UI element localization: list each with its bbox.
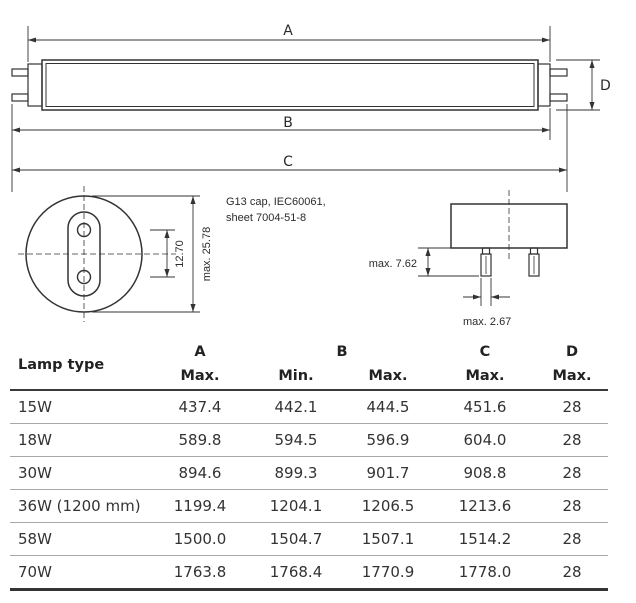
b-max-cell: 901.7 xyxy=(366,464,410,482)
header-b: B xyxy=(336,343,348,360)
right-end-cap xyxy=(537,63,551,107)
header-d: D xyxy=(565,343,579,360)
c-max-cell: 1778.0 xyxy=(458,563,512,581)
header-d-max: Max. xyxy=(552,368,592,384)
tube-dimension-lines xyxy=(11,26,600,192)
b-max-cell: 444.5 xyxy=(366,398,410,416)
right-pin-bottom xyxy=(549,93,568,102)
pin-diameter-label: max. 2.67 xyxy=(463,316,511,328)
cap-note-line1: G13 cap, IEC60061, xyxy=(226,196,326,208)
c-max-cell: 604.0 xyxy=(463,431,507,449)
b-max-cell: 1770.9 xyxy=(361,563,415,581)
d-max-cell: 28 xyxy=(562,497,582,515)
lamp-type-cell: 36W (1200 mm) xyxy=(18,497,141,515)
table-header: Lamp type A Max. B Min. Max. C Max. D Ma… xyxy=(10,340,608,391)
left-pin-top xyxy=(11,68,29,77)
dim-d-label: D xyxy=(600,78,611,94)
cap-pin-right-head xyxy=(528,253,540,277)
cap-pin-right-stem xyxy=(529,247,539,255)
dim-c-label: C xyxy=(283,154,293,170)
right-pin-top xyxy=(549,68,568,77)
a-max-cell: 437.4 xyxy=(178,398,222,416)
a-max-cell: 1763.8 xyxy=(173,563,227,581)
table-row: 36W (1200 mm) 1199.4 1204.1 1206.5 1213.… xyxy=(10,490,608,523)
b-min-cell: 594.5 xyxy=(274,431,318,449)
header-a: A xyxy=(194,343,206,360)
dim-a-label: A xyxy=(283,23,293,39)
a-max-cell: 1199.4 xyxy=(173,497,227,515)
header-b-max: Max. xyxy=(368,368,408,384)
tube-body-outer xyxy=(41,59,539,111)
end-pin-top xyxy=(76,222,92,238)
table-row: 58W 1500.0 1504.7 1507.1 1514.2 28 xyxy=(10,523,608,556)
cap-side-view xyxy=(418,190,568,306)
a-max-cell: 589.8 xyxy=(178,431,222,449)
d-max-cell: 28 xyxy=(562,431,582,449)
pin-slot xyxy=(67,211,101,297)
header-b-min: Min. xyxy=(278,368,314,384)
b-max-cell: 1206.5 xyxy=(361,497,415,515)
a-max-cell: 894.6 xyxy=(178,464,222,482)
d-max-cell: 28 xyxy=(562,530,582,548)
header-c-max: Max. xyxy=(465,368,505,384)
lamp-type-cell: 30W xyxy=(18,464,52,482)
d-max-cell: 28 xyxy=(562,563,582,581)
end-pin-bottom xyxy=(76,269,92,285)
table-row: 15W 437.4 442.1 444.5 451.6 28 xyxy=(10,391,608,424)
tube-side-view xyxy=(11,59,568,111)
header-a-max: Max. xyxy=(180,368,220,384)
b-min-cell: 442.1 xyxy=(274,398,318,416)
lamp-type-cell: 18W xyxy=(18,431,52,449)
d-max-cell: 28 xyxy=(562,464,582,482)
b-max-cell: 596.9 xyxy=(366,431,410,449)
tube-body-inner xyxy=(45,63,535,107)
dim-b-label: B xyxy=(283,115,293,131)
cap-pin-left-stem xyxy=(481,247,491,255)
header-c: C xyxy=(479,343,491,360)
diameter-label: max. 25.78 xyxy=(201,227,213,281)
b-max-cell: 1507.1 xyxy=(361,530,415,548)
c-max-cell: 908.8 xyxy=(463,464,507,482)
lamp-type-cell: 58W xyxy=(18,530,52,548)
pin-spacing-label: 12.70 xyxy=(174,240,186,268)
b-min-cell: 899.3 xyxy=(274,464,318,482)
table-row: 30W 894.6 899.3 901.7 908.8 28 xyxy=(10,457,608,490)
cap-end-view xyxy=(18,186,200,322)
cap-note-line2: sheet 7004-51-8 xyxy=(226,212,306,224)
c-max-cell: 451.6 xyxy=(463,398,507,416)
cap-end-circle xyxy=(25,195,143,313)
a-max-cell: 1500.0 xyxy=(173,530,227,548)
header-lamp-type: Lamp type xyxy=(18,356,105,373)
lamp-dimension-drawing: A B C D 12.70 max. 25.78 G13 cap, IEC600… xyxy=(11,23,611,328)
b-min-cell: 1768.4 xyxy=(269,563,323,581)
lamp-dimensions-table: Lamp type A Max. B Min. Max. C Max. D Ma… xyxy=(10,340,608,591)
pin-length-label: max. 7.62 xyxy=(369,258,417,270)
cap-pin-left-head xyxy=(480,253,492,277)
table-row: 70W 1763.8 1768.4 1770.9 1778.0 28 xyxy=(10,556,608,591)
c-max-cell: 1514.2 xyxy=(458,530,512,548)
c-max-cell: 1213.6 xyxy=(458,497,512,515)
table-row: 18W 589.8 594.5 596.9 604.0 28 xyxy=(10,424,608,457)
b-min-cell: 1504.7 xyxy=(269,530,323,548)
lamp-type-cell: 15W xyxy=(18,398,52,416)
left-pin-bottom xyxy=(11,93,29,102)
b-min-cell: 1204.1 xyxy=(269,497,323,515)
lamp-type-cell: 70W xyxy=(18,563,52,581)
d-max-cell: 28 xyxy=(562,398,582,416)
left-end-cap xyxy=(27,63,43,107)
